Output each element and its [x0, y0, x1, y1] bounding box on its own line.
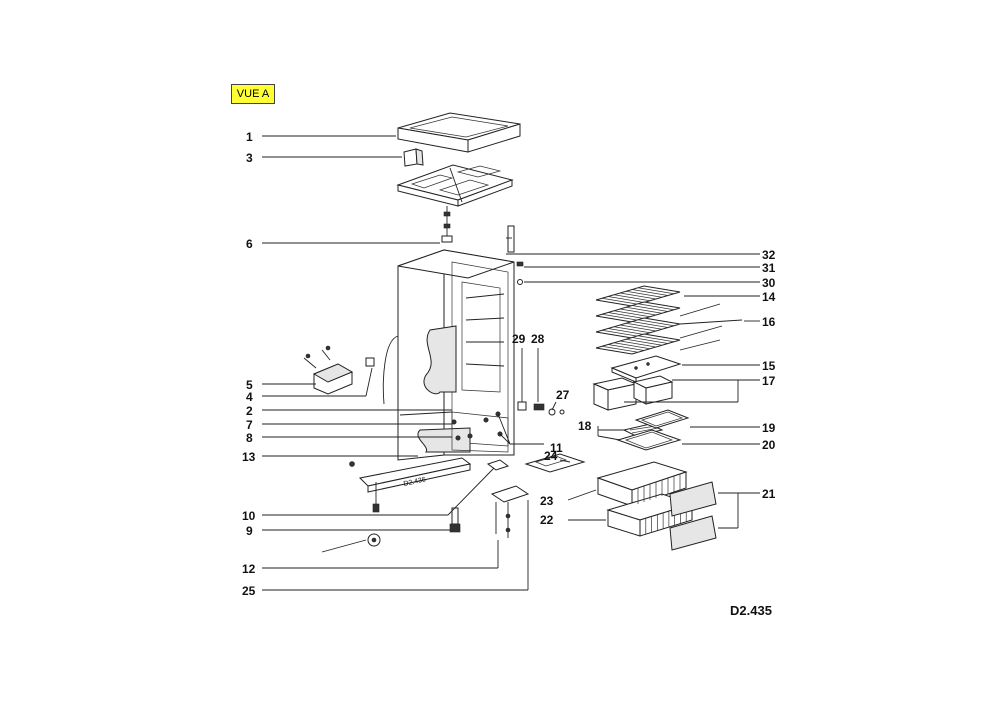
- adjustable-foot: [321, 507, 461, 553]
- callout-11: 11: [550, 441, 563, 455]
- leader-lines: [262, 135, 760, 591]
- callout-25: 25: [242, 584, 256, 598]
- callout-18: 18: [578, 419, 592, 433]
- callout-16: 16: [762, 315, 776, 329]
- callout-30: 30: [762, 276, 776, 290]
- wire-shelf: [595, 317, 681, 339]
- callout-12: 12: [242, 562, 256, 576]
- drawing-reference: D2.435: [730, 603, 772, 618]
- callout-28: 28: [531, 332, 545, 346]
- callout-3: 3: [246, 151, 253, 165]
- thermostat-parts: [517, 352, 565, 416]
- cabinet-body: [382, 249, 515, 461]
- base-rail: D2.436: [349, 457, 472, 513]
- callout-10: 10: [242, 509, 256, 523]
- callout-24: 24: [544, 449, 558, 463]
- hinge-bracket: [403, 148, 424, 167]
- hinge-parts: [506, 225, 524, 285]
- callout-13: 13: [242, 450, 256, 464]
- callout-7: 7: [246, 418, 253, 432]
- callout-15: 15: [762, 359, 776, 373]
- callout-23: 23: [540, 494, 554, 508]
- drawer-baskets: [596, 461, 694, 537]
- callout-8: 8: [246, 431, 253, 445]
- callout-labels: 1 3 6 5 4 2 7 8 13 10 9 12 25 11 24 29 2…: [242, 130, 776, 618]
- callout-1: 1: [246, 130, 253, 144]
- shelf-rods: [679, 303, 743, 351]
- callout-22: 22: [540, 513, 554, 527]
- view-tag: VUE A: [231, 84, 275, 104]
- callout-19: 19: [762, 421, 776, 435]
- wire-shelves: [595, 285, 681, 355]
- callout-17: 17: [762, 374, 776, 388]
- wire-shelf: [595, 333, 681, 355]
- top-cover: [397, 112, 521, 153]
- trays: [616, 409, 690, 451]
- callout-2: 2: [246, 404, 253, 418]
- inline-ref: D2.436: [403, 476, 427, 488]
- callout-27: 27: [556, 388, 570, 402]
- bottom-plates: [486, 459, 530, 538]
- callout-21: 21: [762, 487, 776, 501]
- drawer-fronts: [669, 481, 717, 551]
- callout-9: 9: [246, 524, 253, 538]
- callout-32: 32: [762, 248, 776, 262]
- top-frame: [396, 164, 514, 207]
- glass-shelf: [610, 355, 682, 383]
- callout-6: 6: [246, 237, 253, 251]
- callout-20: 20: [762, 438, 776, 452]
- callout-14: 14: [762, 290, 776, 304]
- egg-bins: [592, 375, 674, 411]
- callout-31: 31: [762, 261, 776, 275]
- callout-29: 29: [512, 332, 526, 346]
- cover-plate: [524, 453, 586, 473]
- callout-4: 4: [246, 390, 253, 404]
- callout-5: 5: [246, 378, 253, 392]
- wire-shelf: [595, 285, 681, 307]
- wire-shelf: [595, 301, 681, 323]
- door-stop-assembly: [303, 345, 375, 395]
- hinge-pin: [441, 206, 453, 243]
